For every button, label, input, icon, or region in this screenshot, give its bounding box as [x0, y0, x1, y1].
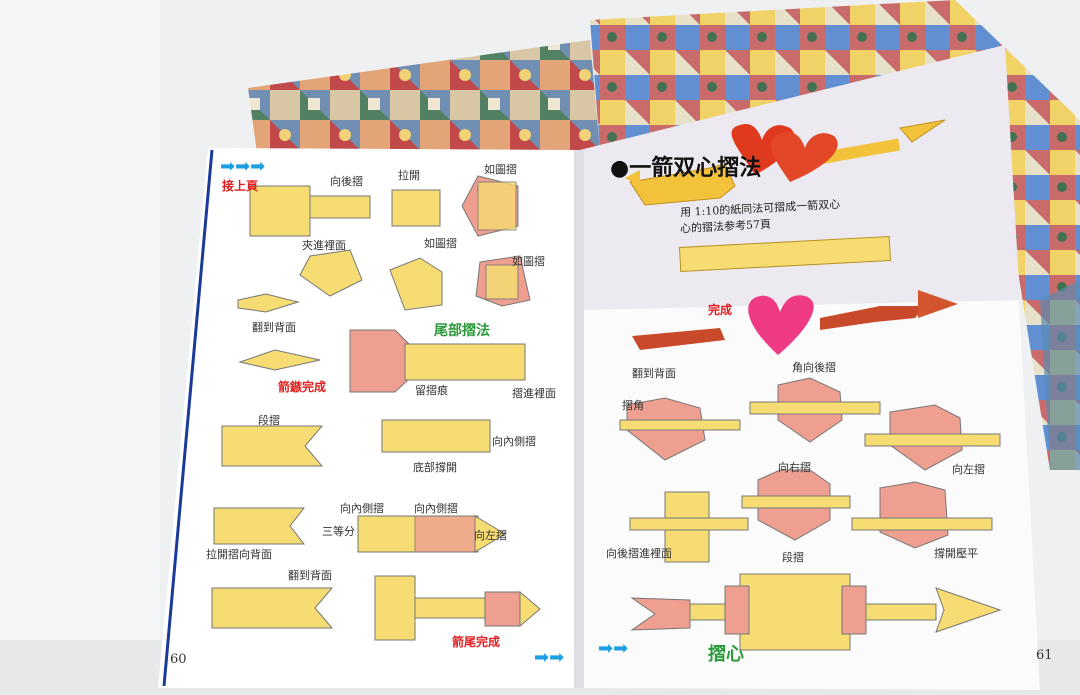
step-label: 拉開摺向背面 [206, 548, 272, 561]
step-label: 向左摺 [474, 529, 507, 542]
step-label: 如圖摺 [484, 163, 517, 176]
step-label: 留摺痕 [415, 384, 448, 397]
blue-arrows-icon: ➡➡ [534, 647, 565, 668]
tail-section-title: 尾部摺法 [434, 323, 490, 339]
step-label: 撐開壓平 [934, 547, 978, 560]
blue-arrows-icon: ➡➡ [598, 638, 629, 659]
step-label: 段摺 [258, 414, 280, 427]
step-label: 向後摺進裡面 [606, 547, 672, 560]
left-page [158, 148, 582, 688]
step-label: 向內側摺 [492, 435, 536, 448]
step-label: 翻到背面 [632, 367, 676, 380]
step-label: 三等分 [322, 525, 355, 538]
step-label: 段摺 [782, 551, 804, 564]
fold-heart-label: 摺心 [708, 644, 744, 665]
step-label: 向後摺 [330, 175, 363, 188]
step-label: 夾進裡面 [302, 239, 346, 252]
continue-label: 接上頁 [222, 179, 259, 193]
step-label: 如圖摺 [424, 237, 457, 250]
title-text: 一箭双心摺法 [629, 156, 762, 181]
step-label: 角向後摺 [792, 361, 836, 374]
step-label: 摺進裡面 [512, 387, 556, 400]
step-label: 向內側摺 [414, 502, 458, 515]
right-page-title: ●一箭双心摺法 [610, 156, 762, 181]
blue-arrows-icon: ➡➡➡ [220, 156, 266, 177]
step-label: 翻到背面 [288, 569, 332, 582]
tail-done-label: 箭尾完成 [452, 635, 501, 649]
page-number-left: 60 [170, 652, 187, 667]
step-label: 拉開 [398, 169, 420, 182]
page-number-right: 61 [1036, 648, 1053, 663]
step-label: 翻到背面 [252, 321, 296, 334]
step-label: 如圖摺 [512, 255, 545, 268]
step-label: 摺角 [622, 399, 644, 412]
step-label: 底部撐開 [413, 461, 457, 474]
arrowhead-done-label: 箭鏃完成 [278, 380, 327, 394]
step-label: 向內側摺 [340, 502, 384, 515]
step-label: 向左摺 [952, 463, 985, 476]
done-label: 完成 [708, 303, 733, 317]
step-label: 向右摺 [778, 461, 811, 474]
